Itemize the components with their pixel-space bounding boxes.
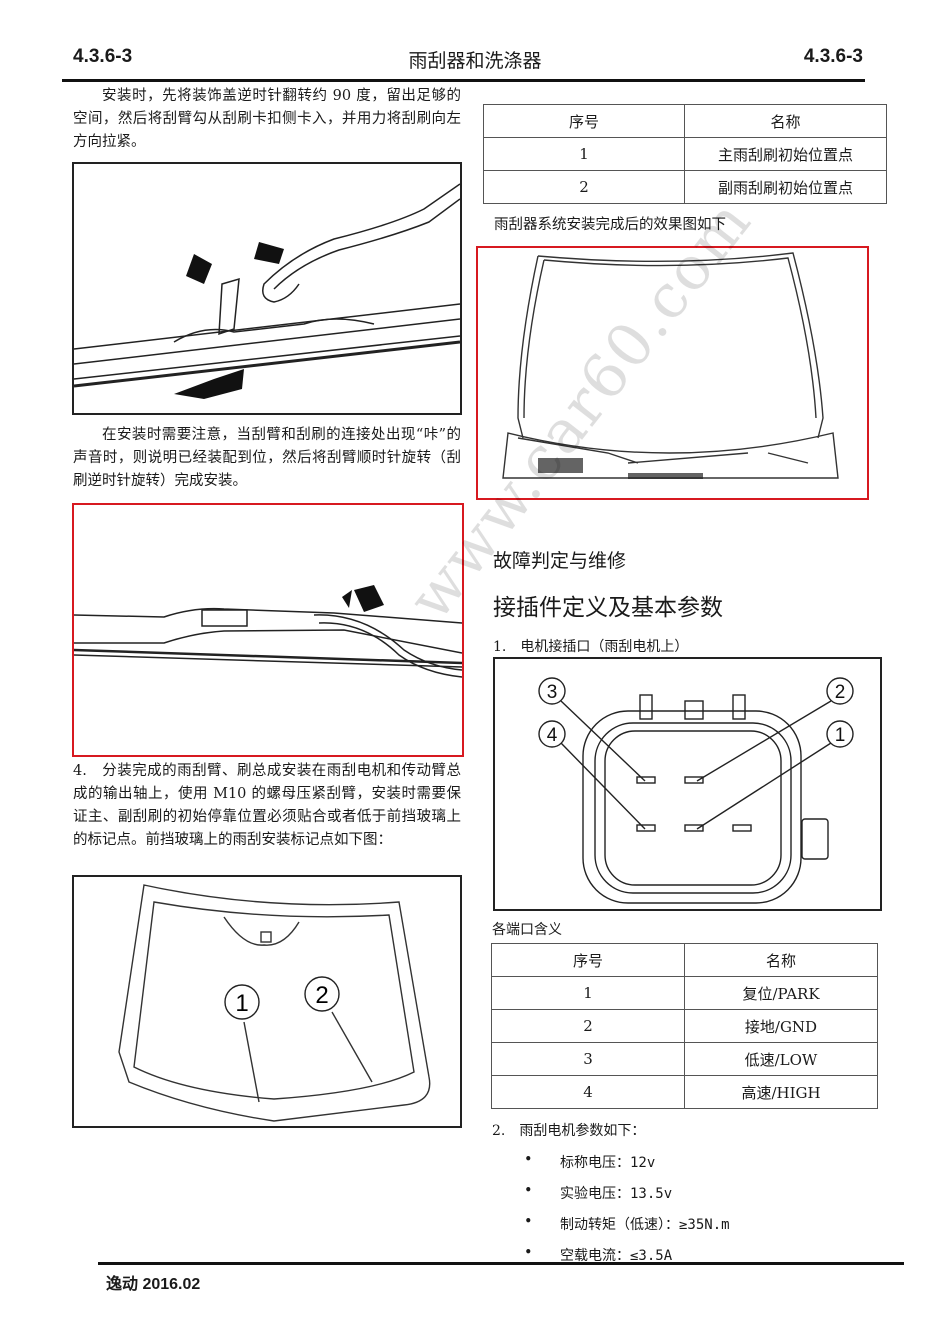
bullet-item: • 标称电压：12v [524,1152,656,1171]
bullet-icon: • [524,1183,533,1199]
pin-callout-2 [826,677,854,705]
table-row: 1 复位/PARK [491,976,878,1010]
table-row: 1 主雨刮刷初始位置点 [483,137,887,171]
item-motor-connector: 1. 电机接插口（雨刮电机上） [493,639,689,655]
table-cell: 高速/HIGH [684,1075,878,1109]
figure-wiper-hook [72,162,462,415]
pin-label-3: 3 [547,682,558,703]
windshield-illustration: 1 2 [118,884,431,1122]
pin-callout-3 [538,677,566,705]
callout-label-2: 2 [315,982,328,1009]
table-cell: 1 [491,976,685,1010]
installed-system-illustration [502,252,839,479]
table-header-cell: 序号 [491,943,685,977]
port-definition-table: 序号 名称 1 复位/PARK 2 接地/GND 3 低速/LOW 4 高速/H… [491,943,878,1109]
item-motor-parameters: 2. 雨刮电机参数如下： [492,1123,646,1139]
table-header-cell: 名称 [684,104,887,138]
caption-port-meanings: 各端口含义 [492,922,562,938]
table-cell: 副雨刮刷初始位置点 [684,170,887,204]
table-header-row: 序号 名称 [483,104,887,138]
caption-installed-view: 雨刮器系统安装完成后的效果图如下 [494,217,726,233]
figure-wiper-rotation [72,503,464,757]
table-cell: 4 [491,1075,685,1109]
footer-model-date: 逸动 2016.02 [106,1276,201,1293]
paragraph-step-4: 4. 分装完成的雨刮臂、刷总成安装在雨刮电机和传动臂总成的输出轴上，使用 M10… [73,763,461,848]
table-cell: 接地/GND [684,1009,878,1043]
pin-label-2: 2 [835,682,846,703]
wiper-hook-illustration [73,183,461,399]
figure-windshield-markers: 1 2 [72,875,462,1128]
pin-callout-1 [826,720,854,748]
connector-pinout-illustration: 3 2 4 1 [538,677,854,904]
bullet-icon: • [524,1152,533,1168]
table-row: 2 接地/GND [491,1009,878,1043]
page-title: 雨刮器和洗涤器 [408,51,542,72]
callout-circle-2 [304,976,340,1012]
section-heading-fault-diagnosis: 故障判定与维修 [493,550,627,572]
table-header-cell: 名称 [684,943,878,977]
marker-points-table: 序号 名称 1 主雨刮刷初始位置点 2 副雨刮刷初始位置点 [483,104,887,204]
bullet-item: • 制动转矩（低速）：≥35N.m [524,1214,730,1233]
figure-installed-system [476,246,869,500]
footer-rule [98,1262,904,1265]
bullet-item: • 实验电压：13.5v [524,1183,673,1202]
table-header-row: 序号 名称 [491,943,878,977]
pin-callout-4 [538,720,566,748]
table-cell: 低速/LOW [684,1042,878,1076]
table-cell: 1 [483,137,685,171]
table-cell: 复位/PARK [684,976,878,1010]
table-cell: 主雨刮刷初始位置点 [684,137,887,171]
section-heading-connector-definition: 接插件定义及基本参数 [493,595,723,621]
table-cell: 2 [491,1009,685,1043]
table-cell: 2 [483,170,685,204]
paragraph-install-note: 在安装时需要注意，当刮臂和刮刷的连接处出现“咔”的声音时，则说明已经装配到位，然… [73,427,461,489]
header-rule [62,79,865,82]
section-number-left: 4.3.6-3 [73,46,133,67]
section-number-right: 4.3.6-3 [803,46,863,67]
callout-circle-1 [224,984,260,1020]
table-cell: 3 [491,1042,685,1076]
pin-label-4: 4 [547,725,558,746]
paragraph-install-step: 安装时，先将装饰盖逆时针翻转约 90 度，留出足够的空间，然后将刮臂勾从刮刷卡扣… [73,88,461,150]
callout-label-1: 1 [235,990,248,1017]
table-row: 3 低速/LOW [491,1042,878,1076]
bullet-icon: • [524,1214,533,1230]
bullet-icon: • [524,1245,533,1261]
wiper-rotation-illustration [73,585,463,678]
bullet-item: • 空载电流：≤3.5A [524,1245,673,1264]
pin-label-1: 1 [835,725,846,746]
table-row: 4 高速/HIGH [491,1075,878,1109]
table-header-cell: 序号 [483,104,685,138]
figure-motor-connector: 3 2 4 1 [493,657,882,911]
table-row: 2 副雨刮刷初始位置点 [483,170,887,204]
